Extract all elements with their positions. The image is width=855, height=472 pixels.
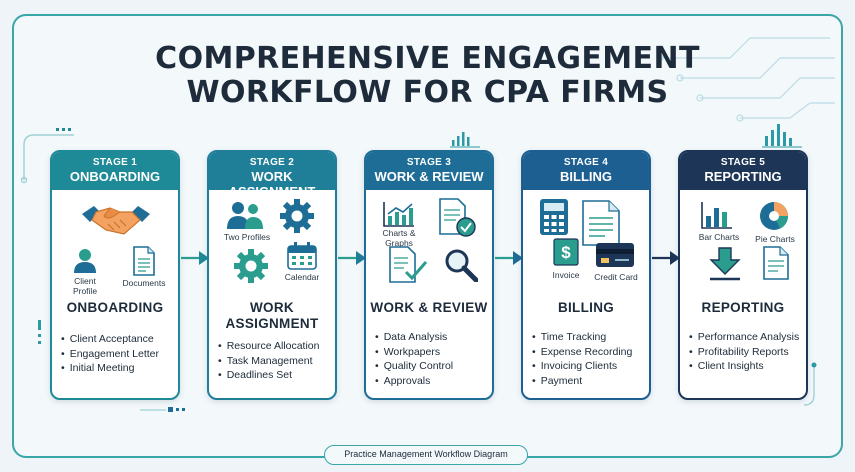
task-item: Engagement Letter [61, 347, 178, 362]
stage-card-onboarding: STAGE 1 ONBOARDING Client Profile Docume… [50, 150, 180, 400]
document-icon [582, 200, 620, 246]
stage-header: STAGE 5 REPORTING [680, 152, 806, 190]
stage-header: STAGE 4 BILLING [523, 152, 649, 190]
stage-name: BILLING [523, 300, 649, 316]
task-item: Resource Allocation [218, 339, 335, 354]
task-list: Data Analysis Workpapers Quality Control… [375, 330, 492, 388]
diagram-footer-caption: Practice Management Workflow Diagram [324, 445, 528, 465]
invoice-caption: Invoice [552, 270, 580, 280]
documents-icon [133, 246, 155, 276]
diagram-title: COMPREHENSIVE ENGAGEMENT WORKFLOW FOR CP… [0, 42, 855, 110]
bar-charts-caption: Bar Charts [698, 232, 740, 242]
stage-header: STAGE 2 WORK ASSIGNMENT [209, 152, 335, 199]
task-item: Expense Recording [532, 345, 649, 360]
handshake-icon [82, 206, 150, 235]
stage-header: STAGE 3 WORK & REVIEW [366, 152, 492, 190]
stage-header-name: WORK ASSIGNMENT [228, 169, 316, 199]
stage-name-line: WORK [250, 300, 294, 315]
two-profiles-icon [227, 202, 263, 229]
magnifier-icon [445, 249, 478, 282]
gear-icon [280, 199, 314, 233]
task-item: Approvals [375, 374, 492, 389]
flow-arrow-icon [181, 251, 209, 265]
flow-arrow-icon [652, 251, 680, 265]
stage-card-work-assignment: STAGE 2 WORK ASSIGNMENT Two Profiles [207, 150, 337, 400]
stage-number: STAGE 4 [563, 157, 609, 168]
client-profile-caption: Client Profile [72, 276, 98, 296]
flow-arrow-icon [338, 251, 366, 265]
client-profile-icon [74, 249, 96, 273]
calendar-caption: Calendar [284, 272, 320, 282]
stage-name: WORK ASSIGNMENT [209, 300, 335, 332]
title-line-1: COMPREHENSIVE ENGAGEMENT [155, 41, 700, 76]
task-item: Quality Control [375, 359, 492, 374]
task-item: Payment [532, 374, 649, 389]
bar-chart-icon [701, 202, 732, 229]
stage-number: STAGE 2 [249, 157, 295, 168]
stage-card-billing: STAGE 4 BILLING $ Invoice Credit Card [521, 150, 651, 400]
stage-header-name: WORK & REVIEW [374, 169, 484, 184]
stage-name-line: BILLING [557, 300, 615, 315]
task-item: Workpapers [375, 345, 492, 360]
documents-caption: Documents [122, 278, 166, 288]
stage-name: REPORTING [680, 300, 806, 316]
stage-name-line: REPORTING [701, 300, 785, 315]
svg-text:$: $ [561, 243, 571, 262]
dots-decoration-right [804, 362, 817, 406]
circuit-decoration-left [20, 128, 74, 184]
stage-number: STAGE 3 [406, 157, 452, 168]
stage-name: ONBOARDING [52, 300, 178, 316]
task-list: Resource Allocation Task Management Dead… [218, 339, 335, 383]
task-item: Time Tracking [532, 330, 649, 345]
dots-decoration-bottom [140, 407, 185, 412]
task-item: Client Insights [689, 359, 806, 374]
task-item: Client Acceptance [61, 332, 178, 347]
calendar-icon [287, 242, 317, 270]
stage-card-reporting: STAGE 5 REPORTING Bar Charts Pie Charts … [678, 150, 808, 400]
flow-arrow-icon [495, 251, 523, 265]
signal-bars-decoration [450, 132, 480, 148]
task-item: Data Analysis [375, 330, 492, 345]
invoice-icon: $ [553, 238, 579, 266]
two-profiles-caption: Two Profiles [223, 232, 271, 242]
task-item: Profitability Reports [689, 345, 806, 360]
credit-card-icon [596, 243, 634, 267]
task-item: Initial Meeting [61, 361, 178, 376]
title-line-2: WORKFLOW FOR CPA FIRMS [186, 75, 669, 110]
task-item: Performance Analysis [689, 330, 806, 345]
report-icon [763, 246, 789, 280]
stage-name-line: ASSIGNMENT [225, 316, 319, 331]
stage-name-line: ONBOARDING [66, 300, 164, 315]
task-item: Task Management [218, 354, 335, 369]
task-list: Time Tracking Expense Recording Invoicin… [532, 330, 649, 388]
download-icon [709, 247, 741, 281]
stage-header: STAGE 1 ONBOARDING [52, 152, 178, 190]
credit-card-caption: Credit Card [594, 272, 638, 282]
circuit-decoration-right [656, 37, 835, 122]
stage-name-line: WORK & REVIEW [370, 300, 488, 315]
stage-number: STAGE 1 [92, 157, 138, 168]
pie-chart-icon [760, 202, 788, 230]
checklist-icon [389, 246, 428, 283]
task-list: Performance Analysis Profitability Repor… [689, 330, 806, 374]
calculator-icon [540, 199, 568, 235]
stage-card-work-review: STAGE 3 WORK & REVIEW Charts & Graphs WO… [364, 150, 494, 400]
pie-charts-caption: Pie Charts [755, 234, 795, 244]
stage-number: STAGE 5 [720, 157, 766, 168]
stage-header-name: ONBOARDING [69, 169, 161, 184]
stage-header-name: BILLING [560, 169, 612, 184]
charts-graphs-caption: Charts & Graphs [382, 228, 416, 248]
task-item: Deadlines Set [218, 368, 335, 383]
gear-icon [234, 249, 268, 283]
stage-name: WORK & REVIEW [366, 300, 492, 316]
dots-decoration-left [38, 320, 41, 344]
task-list: Client Acceptance Engagement Letter Init… [61, 332, 178, 376]
approved-document-icon [439, 198, 476, 237]
charts-graphs-icon [383, 202, 414, 227]
task-item: Invoicing Clients [532, 359, 649, 374]
stage-header-name: REPORTING [704, 169, 782, 184]
signal-bars-decoration [762, 124, 802, 148]
